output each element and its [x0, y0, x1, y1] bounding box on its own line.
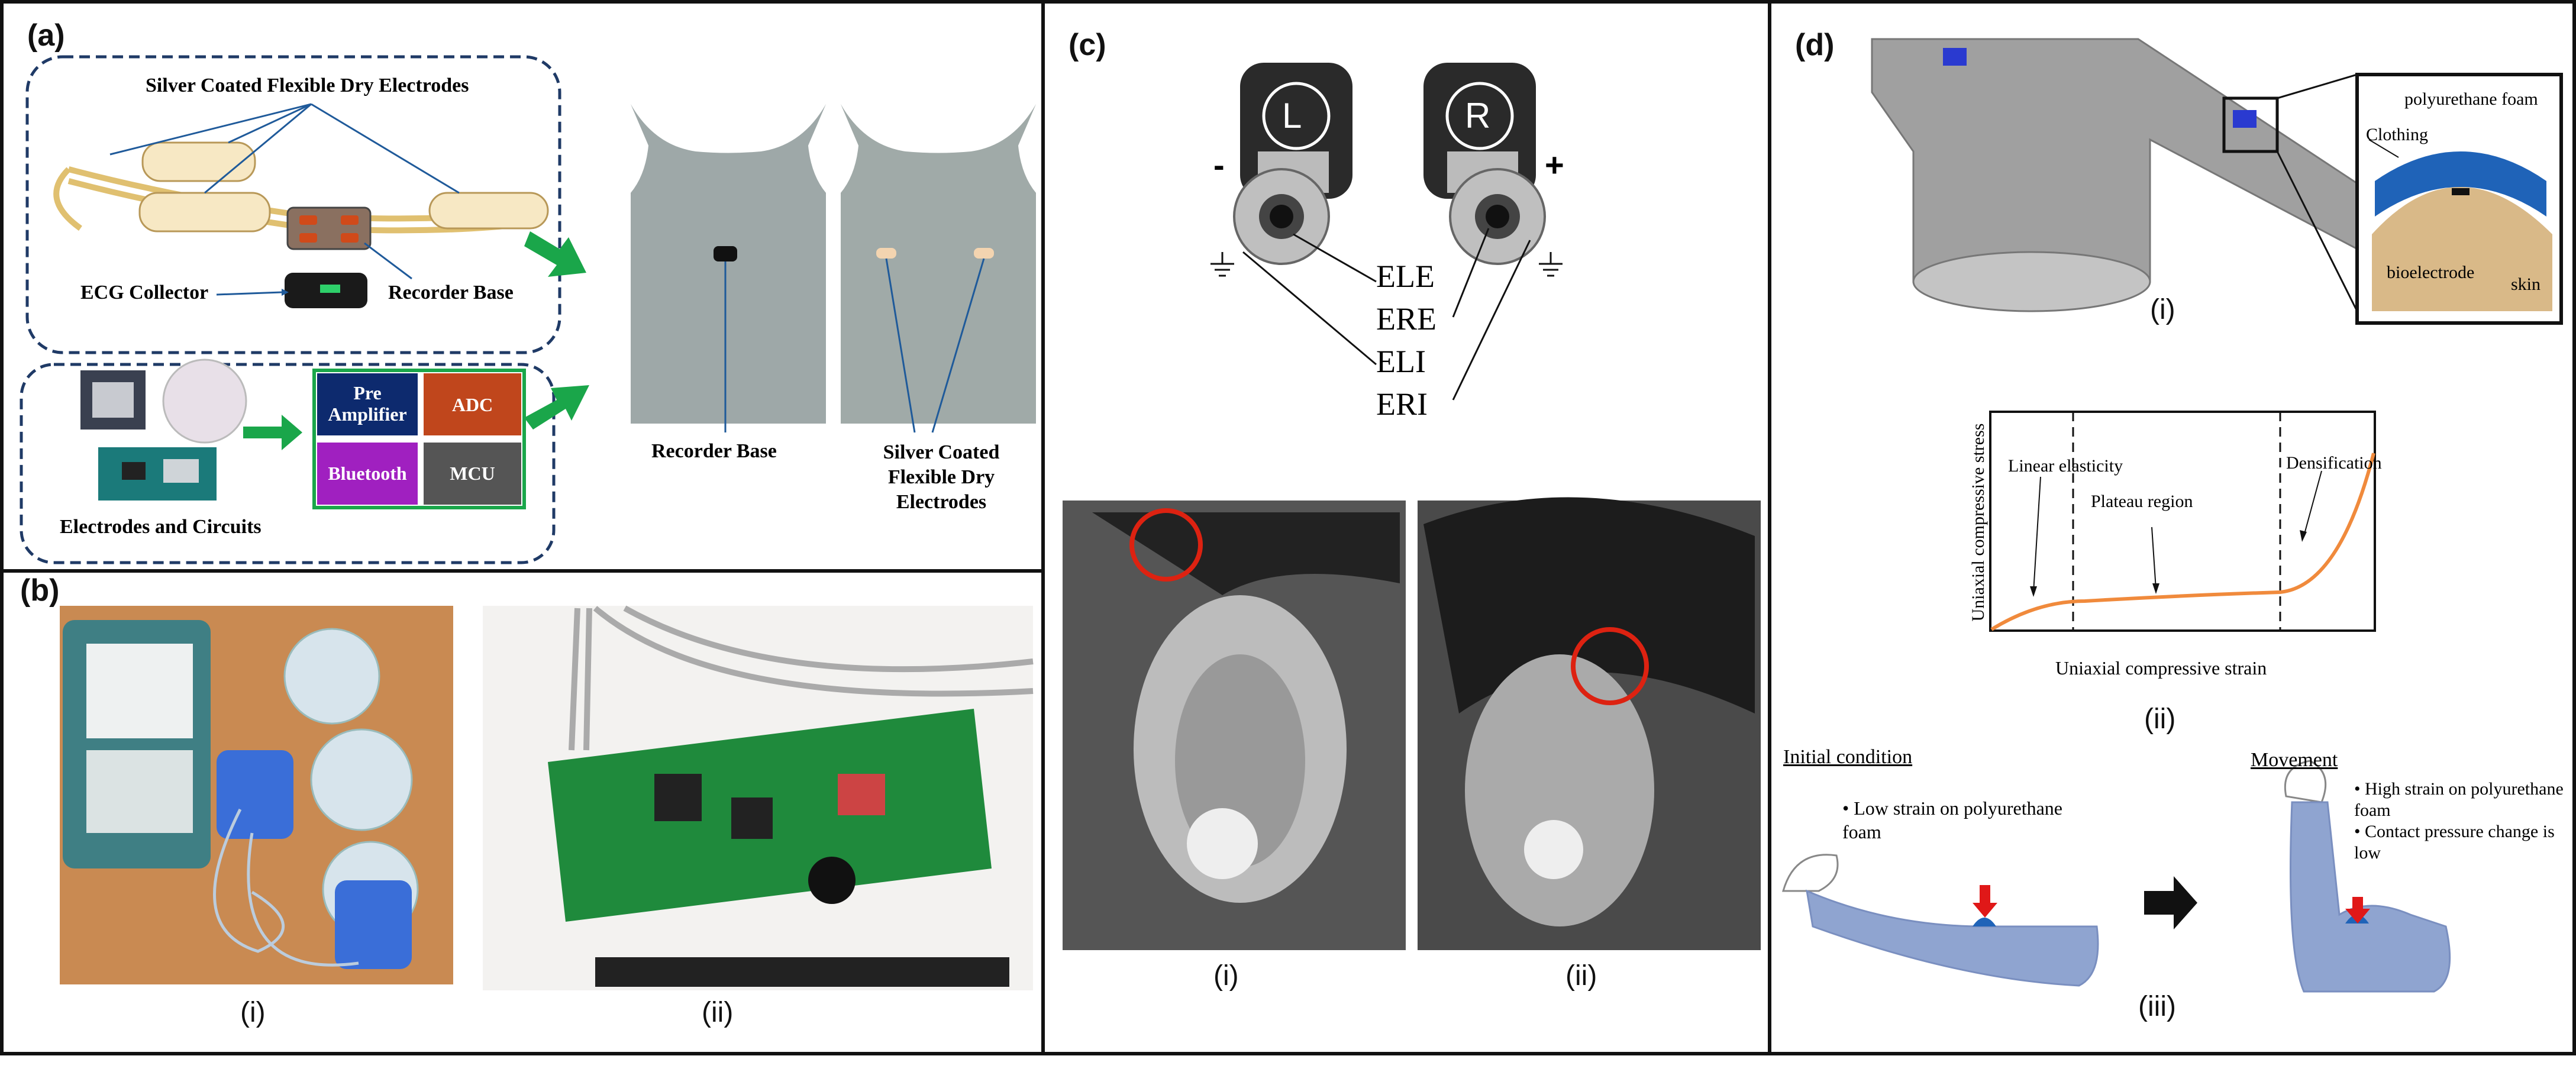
shirt-photo-1 — [631, 104, 826, 432]
block-bluetooth — [317, 443, 418, 505]
panel-d-sub-i: (i) — [2150, 294, 2175, 325]
ecg-collector-label: ECG Collector — [80, 282, 209, 303]
inset-clothing-label: Clothing — [2366, 125, 2429, 144]
panel-d-sub-iii: (iii) — [2138, 991, 2176, 1022]
shirt2-label-1: Silver Coated — [883, 441, 1000, 463]
panel-a: (a) — [0, 0, 1045, 573]
earbud-right-letter: R — [1465, 96, 1491, 135]
initial-condition-title: Initial condition — [1783, 746, 1913, 768]
stress-strain-curve — [1990, 453, 2375, 631]
block-pre-label-2: Amplifier — [328, 403, 407, 425]
shirt1-label: Recorder Base — [651, 440, 777, 462]
electrodes-title: Silver Coated Flexible Dry Electrodes — [146, 75, 469, 96]
inset-bioelectrode-label: bioelectrode — [2387, 263, 2475, 282]
electrodes-circuits-label: Electrodes and Circuits — [60, 516, 262, 538]
highlight-circle — [1571, 627, 1649, 705]
block-adc-label: ADC — [451, 394, 493, 415]
wearable-diagram — [20, 55, 1036, 564]
panel-a-label: (a) — [27, 18, 65, 53]
chart-annotation-plateau: Plateau region — [2091, 492, 2193, 511]
green-arrow — [243, 415, 302, 450]
minus-sign: - — [1213, 146, 1225, 183]
earbud-left-letter: L — [1282, 96, 1302, 135]
block-mcu-label: MCU — [450, 463, 495, 484]
electrode-label-ere: ERE — [1376, 301, 1437, 337]
panel-c: (c) — [1041, 0, 1771, 1055]
movement-bullet-2: Contact pressure change is low — [2354, 822, 2555, 863]
panel-d: (d) polyurethane — [1768, 0, 2576, 1055]
block-pre-label-1: Pre — [353, 382, 382, 403]
chart-annotation-densification: Densification — [2286, 453, 2382, 473]
panel-b: (b) (i) (ii) — [0, 569, 1045, 1055]
electrode-pad — [141, 141, 256, 182]
chart-xlabel: Uniaxial compressive strain — [2055, 657, 2267, 679]
shirt-photo-2 — [841, 104, 1036, 433]
block-adc — [424, 373, 521, 435]
movement-bullet-1: High strain on polyurethane foam — [2354, 779, 2564, 820]
recorder-base-label: Recorder Base — [388, 282, 514, 303]
electrode-label-eli: ELI — [1376, 344, 1426, 379]
movement-title: Movement — [2251, 749, 2338, 771]
electrode-pad — [428, 192, 549, 230]
shirt2-label-2: Flexible Dry — [887, 466, 995, 488]
green-arrow — [524, 231, 586, 277]
highlight-circle — [1129, 508, 1203, 582]
chart-annotation-linear: Linear elasticity — [2008, 456, 2123, 476]
panel-b-sub-i: (i) — [240, 997, 266, 1028]
panel-d-label: (d) — [1795, 28, 1835, 62]
inset-foam-label: polyurethane foam — [2404, 89, 2538, 109]
electrode-disc-photo — [162, 359, 247, 444]
inset-skin-label: skin — [2511, 275, 2541, 294]
panel-c-sub-ii: (ii) — [1565, 960, 1597, 992]
block-bluetooth-label: Bluetooth — [328, 463, 407, 484]
plus-sign: + — [1545, 146, 1564, 183]
green-arrow — [524, 385, 589, 430]
chart-ylabel: Uniaxial compressive stress — [1968, 423, 1988, 622]
black-arrow — [2144, 876, 2197, 929]
panel-c-sub-i: (i) — [1213, 960, 1239, 992]
block-mcu — [424, 443, 521, 505]
sensor-patch — [2233, 110, 2257, 128]
electrode-label-ele: ELE — [1376, 259, 1435, 294]
panel-b-photos — [60, 605, 1034, 990]
block-pre-amplifier — [317, 373, 418, 435]
panel-b-sub-ii: (ii) — [702, 997, 734, 1028]
panel-d-diagrams — [1782, 38, 2563, 993]
electrode-pad — [138, 192, 271, 233]
panel-c-label: (c) — [1069, 28, 1106, 62]
earbuds-diagram — [1063, 63, 1761, 950]
panel-b-label: (b) — [20, 573, 60, 608]
panel-d-sub-ii: (ii) — [2144, 703, 2176, 735]
electrode-label-eri: ERI — [1376, 386, 1428, 422]
initial-bullet: Low strain on polyurethane foam — [1842, 797, 2062, 842]
recorder-base-shape — [286, 206, 372, 250]
shirt2-label-3: Electrodes — [896, 491, 987, 513]
sensor-patch — [1943, 48, 1967, 66]
